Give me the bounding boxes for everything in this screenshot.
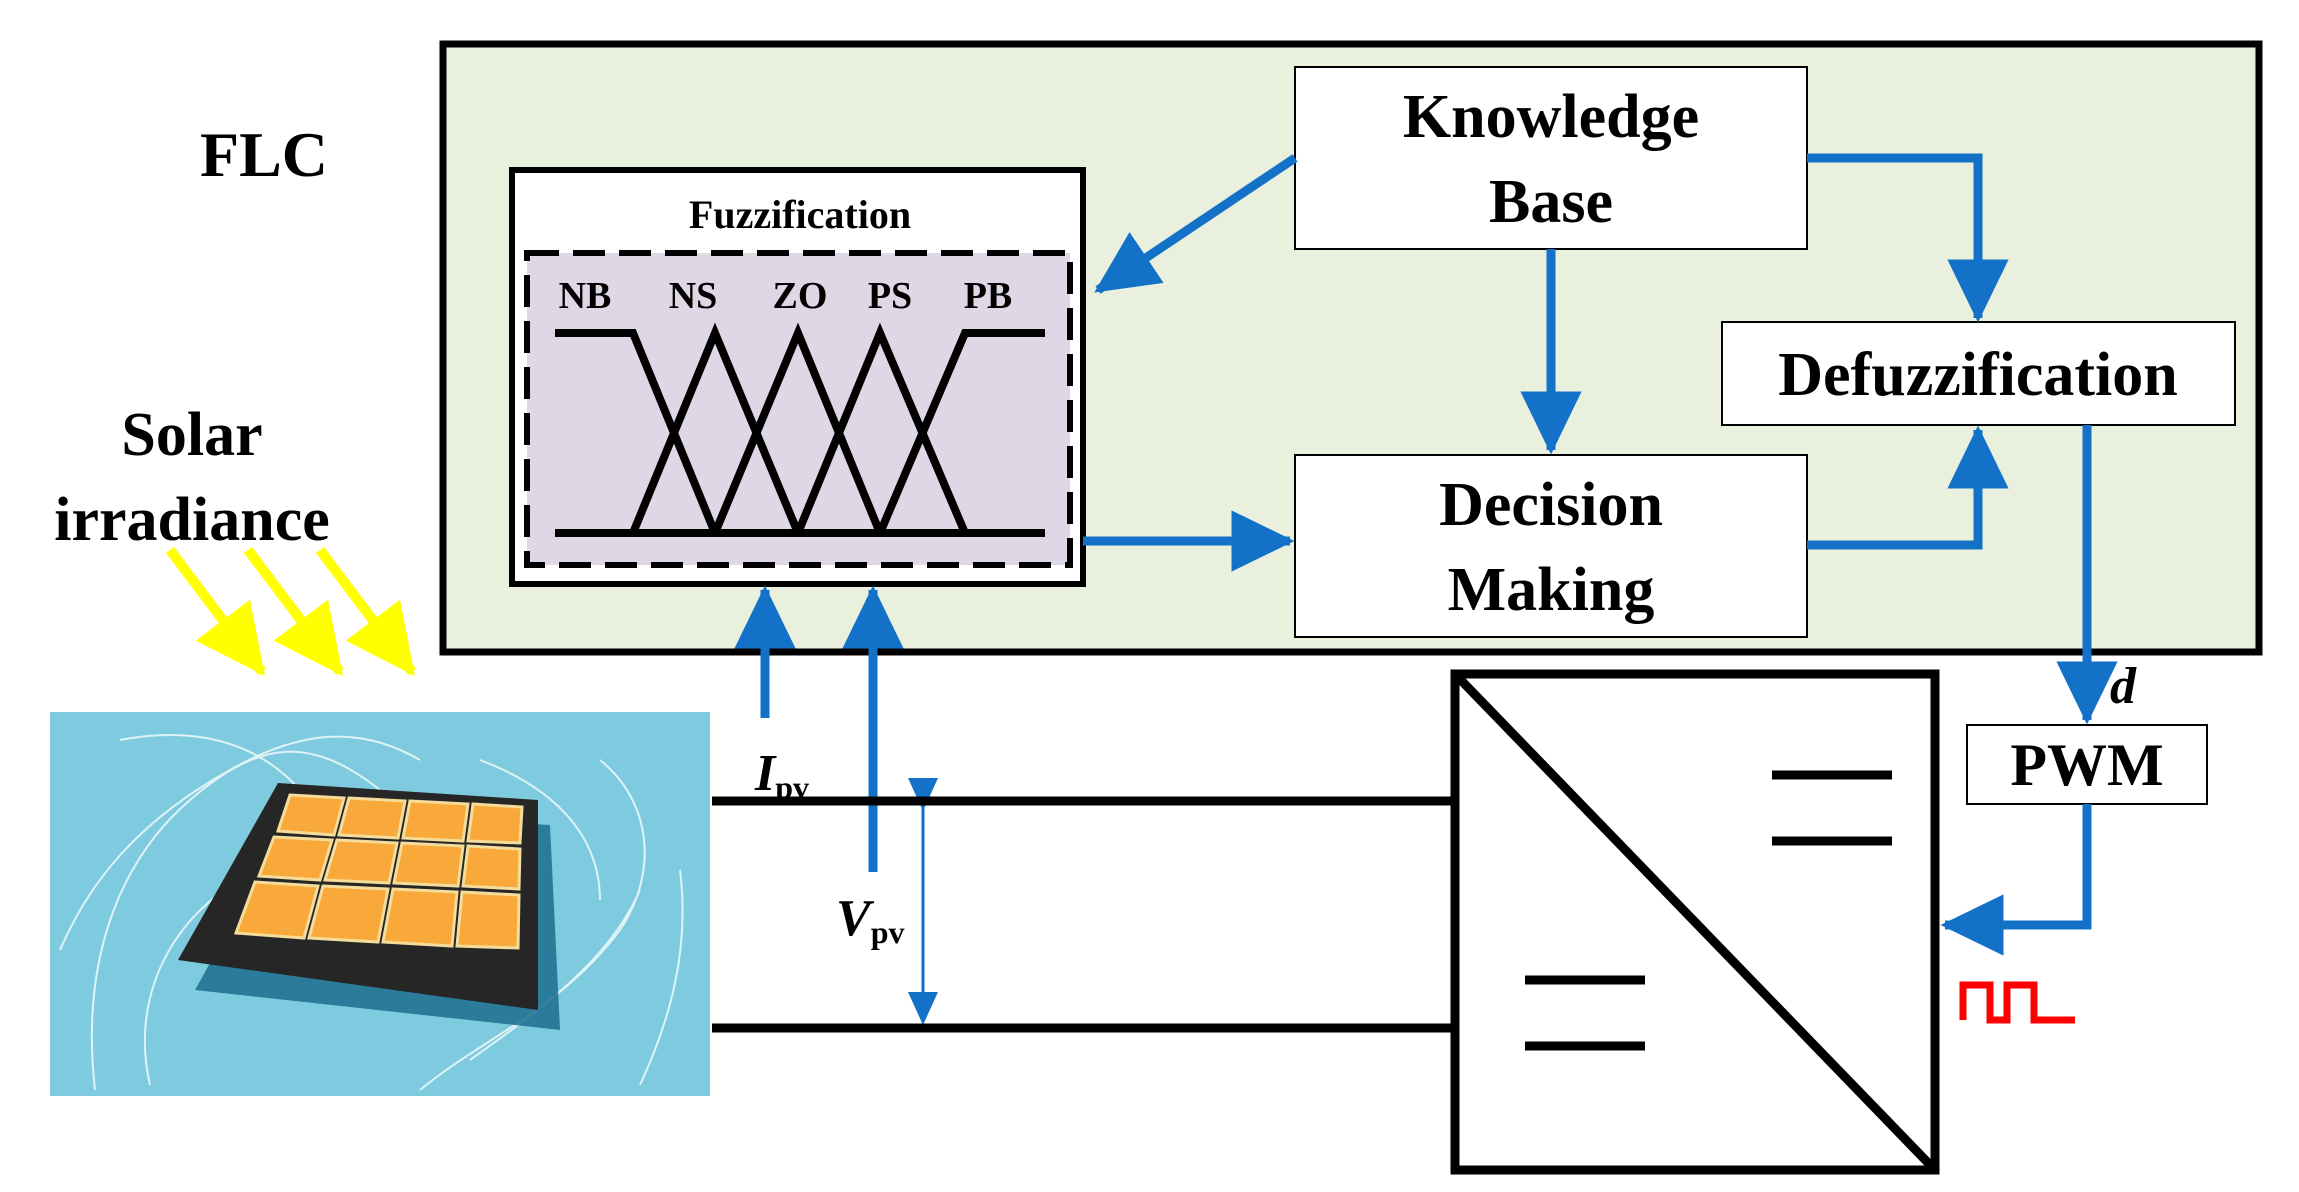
signal-arrows bbox=[734, 153, 2118, 956]
solar-label-line1: Solar bbox=[121, 401, 262, 469]
decision-making-line2: Making bbox=[1448, 556, 1655, 624]
mf-label-nb: NB bbox=[559, 275, 612, 317]
pwm-pulse-icon bbox=[1959, 981, 2075, 1024]
fuzzification-block: Fuzzification NB NS ZO PS PB bbox=[509, 167, 1086, 587]
pwm-block bbox=[1966, 724, 2208, 805]
decision-making-line1: Decision bbox=[1439, 471, 1663, 539]
fuzzification-title: Fuzzification bbox=[689, 192, 911, 237]
pwm-to-converter-arrow bbox=[1940, 804, 2092, 956]
membership-functions bbox=[555, 322, 1045, 537]
kb-to-fuzzification-arrow bbox=[1094, 154, 1298, 294]
defuzzification-block bbox=[1721, 321, 2236, 426]
membership-function-area bbox=[524, 250, 1073, 568]
dc-dc-converter bbox=[1450, 669, 1940, 1175]
ipv-label: Ipv bbox=[754, 745, 809, 805]
mf-label-ps: PS bbox=[868, 275, 912, 317]
sun-ray-arrows bbox=[166, 546, 416, 676]
decision-making-block bbox=[1294, 454, 1808, 638]
kb-to-defuzzification-arrow bbox=[1807, 153, 2009, 323]
knowledge-base-line2: Base bbox=[1489, 168, 1613, 236]
decision-to-defuzzification-arrow bbox=[1807, 425, 2009, 550]
flc-title: FLC bbox=[200, 119, 328, 190]
vpv-label: Vpv bbox=[836, 890, 904, 950]
duty-cycle-label: d bbox=[2110, 658, 2137, 715]
mf-label-pb: PB bbox=[964, 275, 1013, 317]
solar-label-line2: irradiance bbox=[54, 486, 330, 554]
solar-panel-illustration bbox=[50, 712, 710, 1096]
pwm-label: PWM bbox=[2010, 732, 2163, 798]
defuzzification-label: Defuzzification bbox=[1778, 341, 2177, 409]
mf-label-ns: NS bbox=[669, 275, 718, 317]
mf-label-zo: ZO bbox=[773, 275, 828, 317]
knowledge-base-line1: Knowledge bbox=[1403, 83, 1699, 151]
